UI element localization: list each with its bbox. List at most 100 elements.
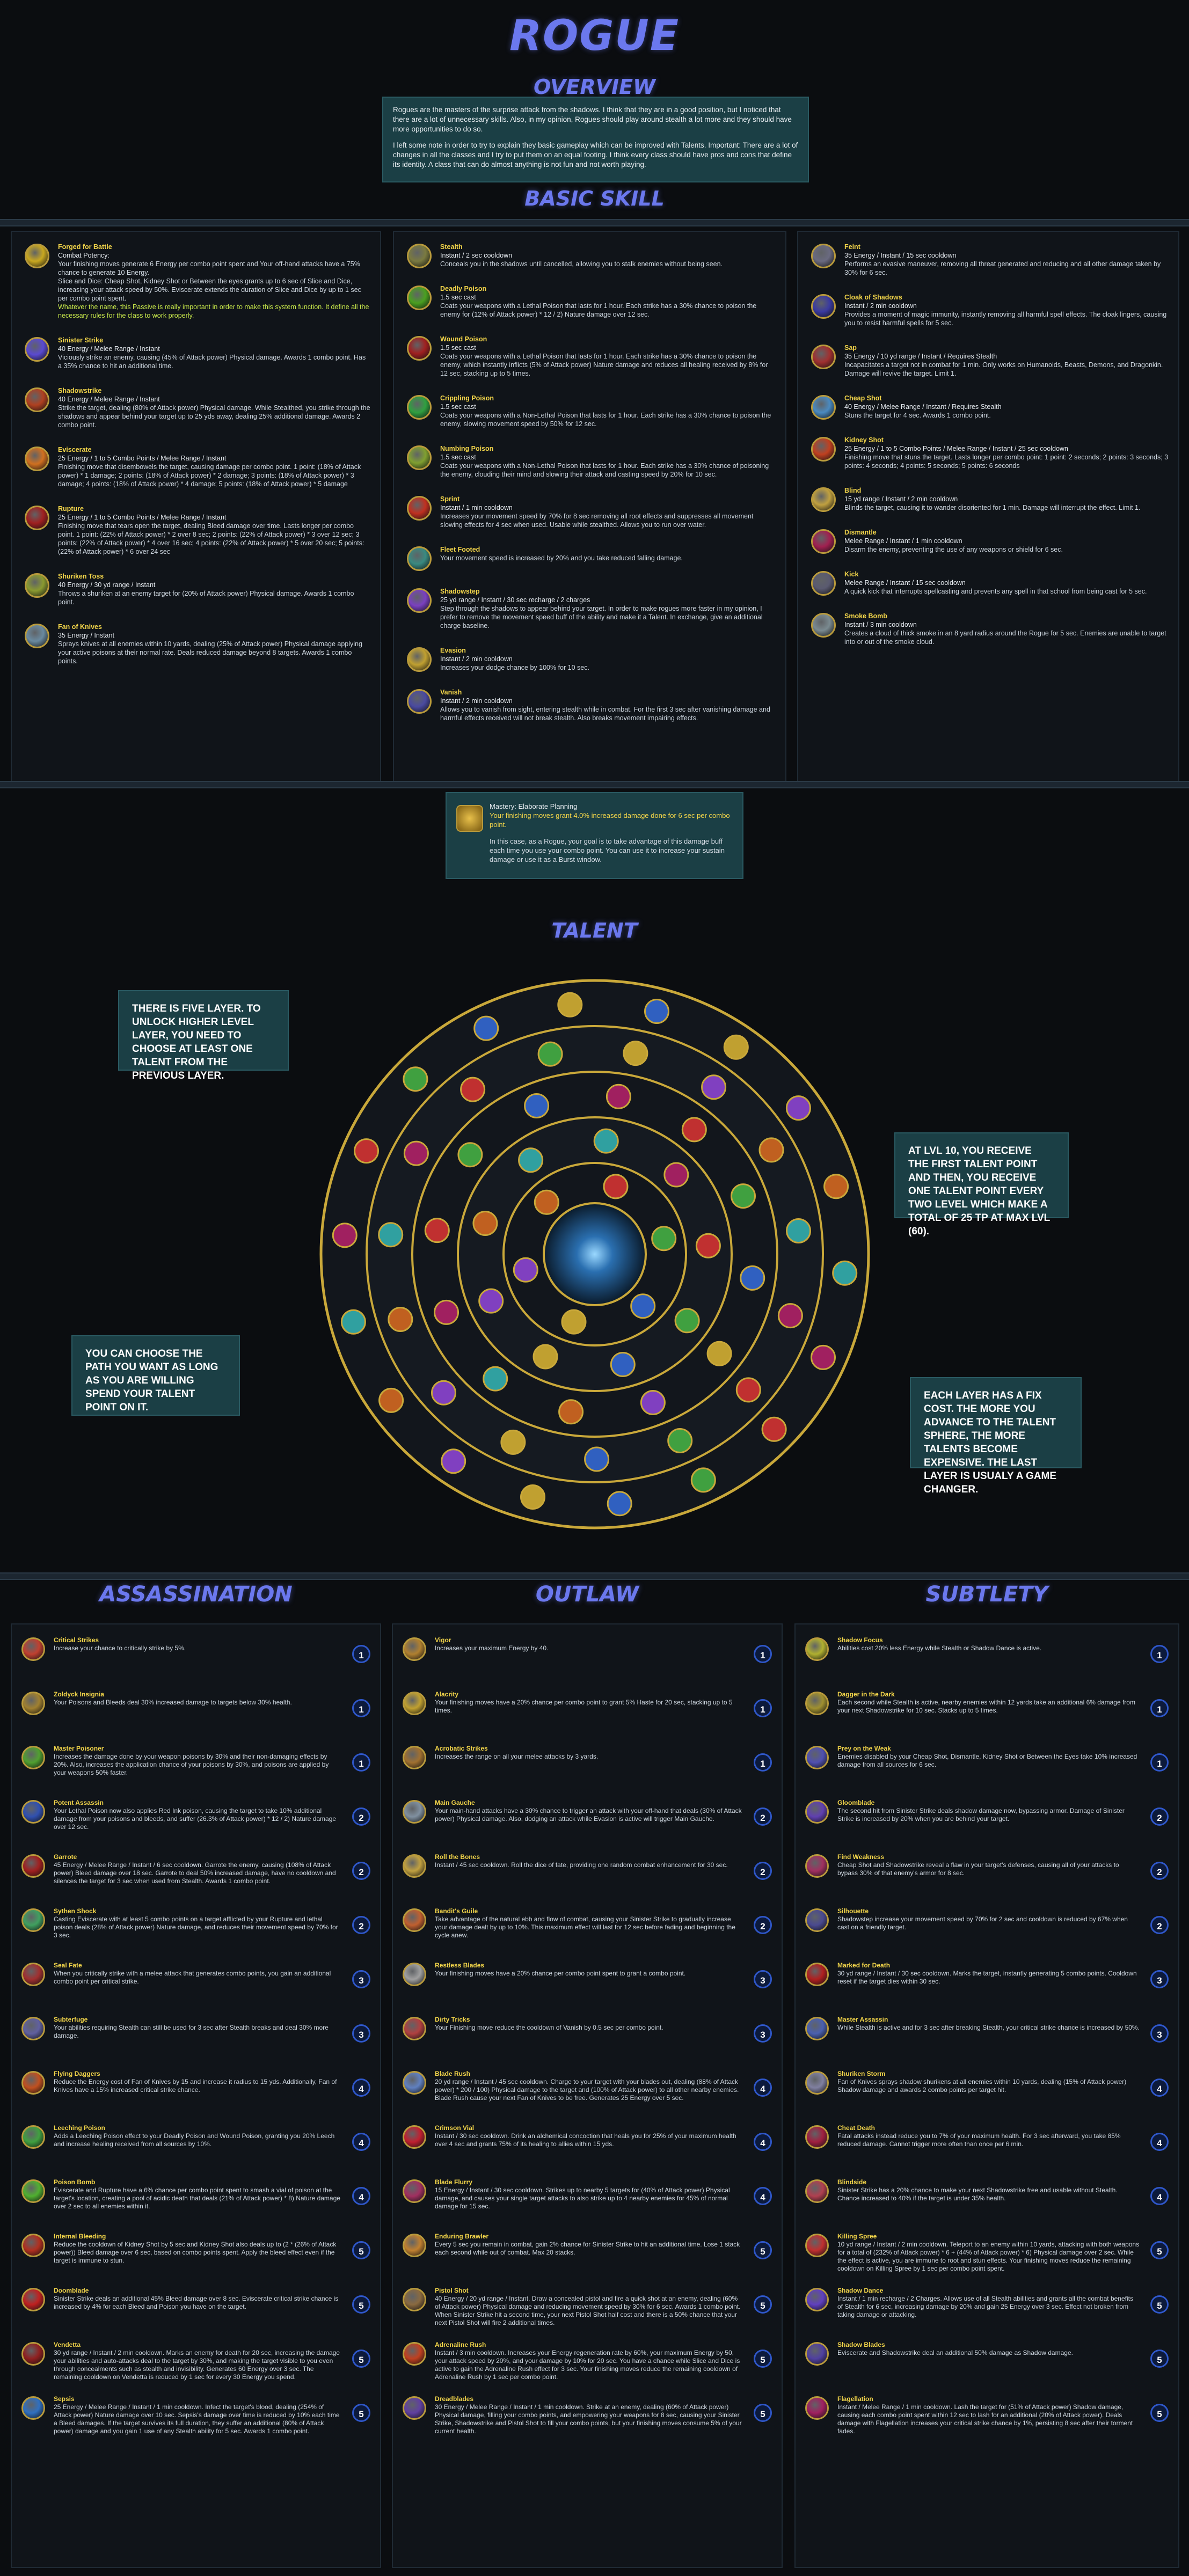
- talent-node-icon[interactable]: [701, 1074, 727, 1100]
- talent-node-icon[interactable]: [403, 1066, 428, 1092]
- talent-node-icon[interactable]: [500, 1429, 526, 1455]
- talent-node-icon[interactable]: [434, 1299, 459, 1325]
- talent-node-icon[interactable]: [735, 1377, 761, 1403]
- talent-node-icon[interactable]: [786, 1218, 811, 1243]
- talent-node-icon[interactable]: [378, 1222, 404, 1248]
- talent-node-icon[interactable]: [758, 1137, 784, 1163]
- talent-node-icon[interactable]: [731, 1183, 756, 1209]
- talent-node-icon[interactable]: [457, 1142, 483, 1168]
- talent-node-icon[interactable]: [607, 1491, 632, 1517]
- talent-node-icon[interactable]: [603, 1174, 629, 1199]
- talent-node-icon[interactable]: [593, 1128, 619, 1154]
- talent-node-icon[interactable]: [520, 1484, 545, 1510]
- talent-node-icon[interactable]: [473, 1015, 499, 1041]
- talent-node-icon[interactable]: [630, 1293, 656, 1319]
- talent-node-icon[interactable]: [681, 1117, 707, 1143]
- talent-node-icon[interactable]: [640, 1390, 666, 1415]
- talent-node-icon[interactable]: [584, 1446, 610, 1472]
- talent-node-icon[interactable]: [561, 1309, 587, 1335]
- talent-node-icon[interactable]: [340, 1309, 366, 1335]
- talent-node-icon[interactable]: [441, 1448, 466, 1474]
- talent-node-icon[interactable]: [478, 1288, 504, 1314]
- talent-node-icon[interactable]: [610, 1352, 636, 1377]
- talent-node-icon[interactable]: [740, 1265, 765, 1291]
- talent-node-icon[interactable]: [533, 1344, 558, 1370]
- talent-node-icon[interactable]: [558, 1399, 584, 1425]
- talent-node-icon[interactable]: [354, 1138, 379, 1164]
- talent-node-icon[interactable]: [706, 1341, 732, 1366]
- talent-node-icon[interactable]: [623, 1041, 648, 1066]
- talent-node-icon[interactable]: [777, 1303, 803, 1329]
- talent-node-icon[interactable]: [388, 1307, 413, 1332]
- talent-node-icon[interactable]: [651, 1226, 677, 1252]
- talent-node-icon[interactable]: [663, 1162, 689, 1188]
- talent-node-icon[interactable]: [761, 1416, 787, 1442]
- talent-node-icon[interactable]: [690, 1467, 716, 1493]
- talent-node-icon[interactable]: [403, 1140, 429, 1166]
- talent-node-icon[interactable]: [644, 999, 669, 1024]
- talent-node-icon[interactable]: [811, 1344, 836, 1370]
- talent-node-icon[interactable]: [785, 1095, 811, 1121]
- talent-node-icon[interactable]: [424, 1218, 450, 1243]
- talent-node-icon[interactable]: [460, 1077, 486, 1102]
- talent-node-icon[interactable]: [667, 1428, 693, 1453]
- talent-node-icon[interactable]: [557, 992, 583, 1018]
- talent-node-icon[interactable]: [518, 1147, 544, 1173]
- talent-node-icon[interactable]: [472, 1211, 498, 1236]
- talent-node-icon[interactable]: [534, 1189, 559, 1215]
- talent-node-icon[interactable]: [606, 1084, 631, 1109]
- talent-node-icon[interactable]: [695, 1233, 721, 1258]
- talent-node-icon[interactable]: [674, 1308, 700, 1334]
- talent-node-icon[interactable]: [823, 1174, 849, 1199]
- talent-node-icon[interactable]: [483, 1366, 508, 1392]
- talent-node-icon[interactable]: [513, 1257, 538, 1283]
- talent-node-icon[interactable]: [378, 1387, 404, 1413]
- talent-node-icon[interactable]: [524, 1093, 550, 1118]
- talent-node-icon[interactable]: [332, 1223, 358, 1248]
- talent-node-icon[interactable]: [723, 1034, 749, 1060]
- talent-node-icon[interactable]: [431, 1380, 456, 1406]
